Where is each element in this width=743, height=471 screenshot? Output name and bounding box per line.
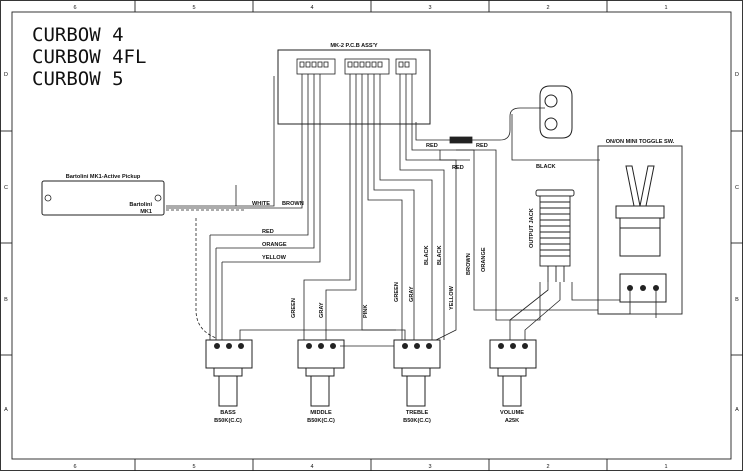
wire-yellow-pickup — [222, 74, 321, 263]
wire-orange-right — [456, 149, 541, 321]
pot-treble-name: TREBLE — [406, 410, 429, 416]
pcb-assembly: MK-2 P.C.B ASS'Y — [277, 43, 431, 125]
wire-label-gray-treble: GRAY — [409, 286, 415, 302]
pot-middle: MIDDLE B50K(C.C) — [297, 339, 345, 424]
column-label: 3 — [428, 464, 431, 470]
row-label: A — [735, 407, 739, 413]
pot-volume-value: A25K — [505, 418, 519, 424]
wire-black-2 — [399, 74, 445, 340]
wire-labels: WHITE BROWN RED ORANGE YELLOW RED RED RE… — [252, 143, 556, 318]
output-jack-label: OUTPUT JACK — [529, 208, 535, 248]
column-label: 2 — [546, 464, 549, 470]
toggle-switch: ON/ON MINI TOGGLE SW. — [597, 139, 683, 315]
pot-treble-value: B50K(C.C) — [403, 418, 431, 424]
frame-row-labels: D C B A D C B A — [4, 72, 739, 413]
wire-label-yellow: YELLOW — [262, 255, 287, 261]
pcb-connector-middle — [344, 58, 390, 75]
column-label: 1 — [664, 464, 667, 470]
column-label: 6 — [73, 464, 76, 470]
wire-green-mid — [303, 74, 351, 340]
wire-label-orange: ORANGE — [262, 242, 287, 248]
output-jack — [535, 189, 575, 282]
pot-volume-name: VOLUME — [500, 410, 524, 416]
pcb-connector-left — [296, 58, 336, 75]
wire-label-red-battery-right: RED — [476, 143, 488, 149]
wire-label-green-treble: GREEN — [394, 282, 400, 302]
wire-label-red-lower: RED — [452, 165, 464, 171]
pcb-label: MK-2 P.C.B ASS'Y — [330, 43, 378, 49]
pot-volume: VOLUME A25K — [489, 339, 537, 424]
wire-label-gray-mid: GRAY — [319, 302, 325, 318]
wire-label-brown-right: BROWN — [466, 253, 472, 275]
wire-label-red: RED — [262, 229, 274, 235]
row-label: C — [735, 185, 739, 191]
pot-middle-value: B50K(C.C) — [307, 418, 335, 424]
toggle-switch-label: ON/ON MINI TOGGLE SW. — [606, 139, 675, 145]
wire-label-pink: PINK — [363, 305, 369, 318]
wire-black-1 — [379, 74, 433, 340]
column-label: 5 — [192, 5, 195, 11]
column-label: 6 — [73, 5, 76, 11]
row-label: D — [735, 72, 739, 78]
pickup-mount-hole — [44, 194, 52, 202]
wire-red-pickup — [210, 74, 309, 236]
wire-label-black-jack: BLACK — [536, 164, 556, 170]
pot-bass-value: B50K(C.C) — [214, 418, 242, 424]
wire-label-black-1: BLACK — [424, 245, 430, 265]
wire-label-red-battery-left: RED — [426, 143, 438, 149]
pot-bass: BASS B50K(C.C) — [205, 339, 253, 424]
pickup-model: MK1 — [140, 209, 152, 215]
model-title: CURBOW 4 — [32, 24, 124, 46]
pcb-connector-right — [395, 58, 417, 75]
column-label: 5 — [192, 464, 195, 470]
pickup-ground-wire — [195, 218, 217, 339]
row-label: B — [4, 297, 8, 303]
column-label: 4 — [310, 5, 313, 11]
model-title: CURBOW 5 — [32, 68, 124, 90]
pickup: Bartolini MK1-Active Pickup Bartolini MK… — [41, 174, 165, 216]
wire-label-brown: BROWN — [282, 201, 304, 207]
row-label: B — [735, 297, 739, 303]
pickup-mount-hole — [154, 194, 162, 202]
model-titles: CURBOW 4 CURBOW 4FL CURBOW 5 — [32, 24, 146, 90]
wires — [166, 74, 657, 347]
wire-gray-mid — [325, 74, 357, 340]
model-title: CURBOW 4FL — [32, 46, 146, 68]
wire-white — [166, 76, 275, 207]
wire-gray-treble — [373, 74, 415, 340]
wire-red-battery — [415, 122, 450, 141]
wire-brown — [166, 74, 303, 209]
wire-green-treble — [367, 74, 403, 340]
column-label: 2 — [546, 5, 549, 11]
column-label: 1 — [664, 5, 667, 11]
wire-label-yellow-treble: YELLOW — [449, 285, 455, 310]
row-label: D — [4, 72, 8, 78]
battery-connector — [539, 85, 573, 139]
wire-label-white: WHITE — [252, 201, 270, 207]
pickup-title: Bartolini MK1-Active Pickup — [66, 174, 141, 180]
pot-middle-name: MIDDLE — [310, 410, 332, 416]
wire-label-orange-right: ORANGE — [481, 247, 487, 272]
pot-treble: TREBLE B50K(C.C) — [393, 339, 441, 424]
wire-label-green-mid: GREEN — [291, 298, 297, 318]
wire-red-lower — [439, 150, 470, 161]
row-label: A — [4, 407, 8, 413]
frame-column-labels: 6 5 4 3 2 1 6 5 4 3 2 1 — [73, 5, 667, 470]
column-label: 3 — [428, 5, 431, 11]
row-label: C — [4, 185, 8, 191]
pickup-brand: Bartolini — [129, 202, 152, 208]
wire-label-black-2: BLACK — [437, 245, 443, 265]
wire-orange-pickup — [216, 74, 315, 249]
wire-black-jack — [511, 114, 600, 161]
inline-resistor — [449, 136, 473, 144]
pot-bass-name: BASS — [220, 410, 236, 416]
column-label: 4 — [310, 464, 313, 470]
